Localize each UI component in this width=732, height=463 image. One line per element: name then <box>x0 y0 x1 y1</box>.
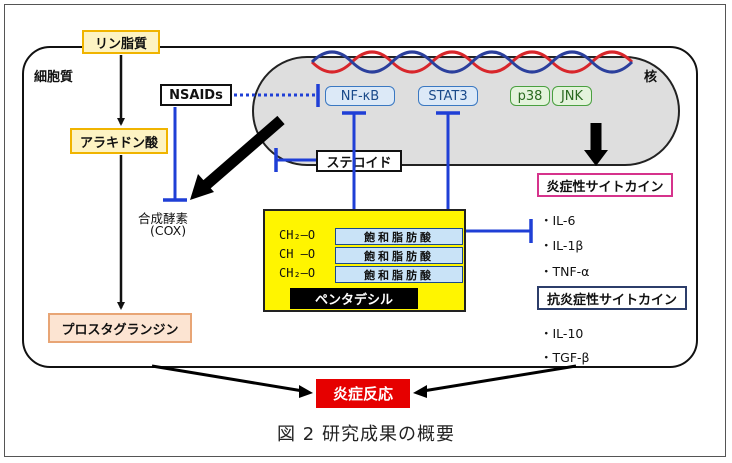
cytokine-tnfa: ・TNF-α <box>540 264 590 279</box>
saturated-fatty-acid: 飽和脂肪酸 <box>335 228 463 245</box>
nucleus-label: 核 <box>644 70 658 85</box>
nsaids-box: NSAIDs <box>160 84 232 106</box>
cox-enzyme-label: 合成酵素 <box>138 211 189 226</box>
nfkb-box: NF-κB <box>325 86 395 106</box>
anti-inflammatory-cytokine-box: 抗炎症性サイトカイン <box>537 286 687 310</box>
steroid-box: ステロイド <box>316 150 402 172</box>
figure-caption: 図 2 研究成果の概要 <box>277 424 455 445</box>
stat3-box: STAT3 <box>418 86 478 106</box>
phospholipid-box: リン脂質 <box>82 30 160 54</box>
cytokine-il1b: ・IL-1β <box>540 238 584 253</box>
p38-box: p38 <box>510 86 550 106</box>
arachidonic-acid-box: アラキドン酸 <box>70 128 168 154</box>
cytokine-tgfb: ・TGF-β <box>540 350 590 365</box>
cytokine-il6: ・IL-6 <box>540 213 576 228</box>
saturated-fatty-acid: 飽和脂肪酸 <box>335 247 463 264</box>
compound-row: CH₂—O 飽和脂肪酸 <box>279 266 463 283</box>
compound-row: CH —O 飽和脂肪酸 <box>279 247 463 264</box>
cell-outline <box>22 46 698 368</box>
cox-abbr-label: (COX) <box>150 223 187 238</box>
saturated-fatty-acid: 飽和脂肪酸 <box>335 266 463 283</box>
pentadecyl-compound: CH₂—O 飽和脂肪酸 CH —O 飽和脂肪酸 CH₂—O 飽和脂肪酸 <box>263 209 466 312</box>
jnk-box: JNK <box>552 86 592 106</box>
figure-frame <box>4 4 726 457</box>
compound-row: CH₂—O 飽和脂肪酸 <box>279 228 463 245</box>
prostaglandin-box: プロスタグランジン <box>48 313 192 343</box>
pentadecyl-label: ペンタデシル <box>290 288 418 309</box>
inflammatory-cytokine-box: 炎症性サイトカイン <box>537 173 673 197</box>
chem-group: CH₂—O <box>279 266 316 280</box>
chem-group: CH —O <box>279 247 316 261</box>
nucleus-outline <box>252 56 680 166</box>
chem-group: CH₂—O <box>279 228 316 242</box>
cytoplasm-label: 細胞質 <box>34 70 74 85</box>
cytokine-il10: ・IL-10 <box>540 326 584 341</box>
inflammatory-response-box: 炎症反応 <box>316 379 410 408</box>
